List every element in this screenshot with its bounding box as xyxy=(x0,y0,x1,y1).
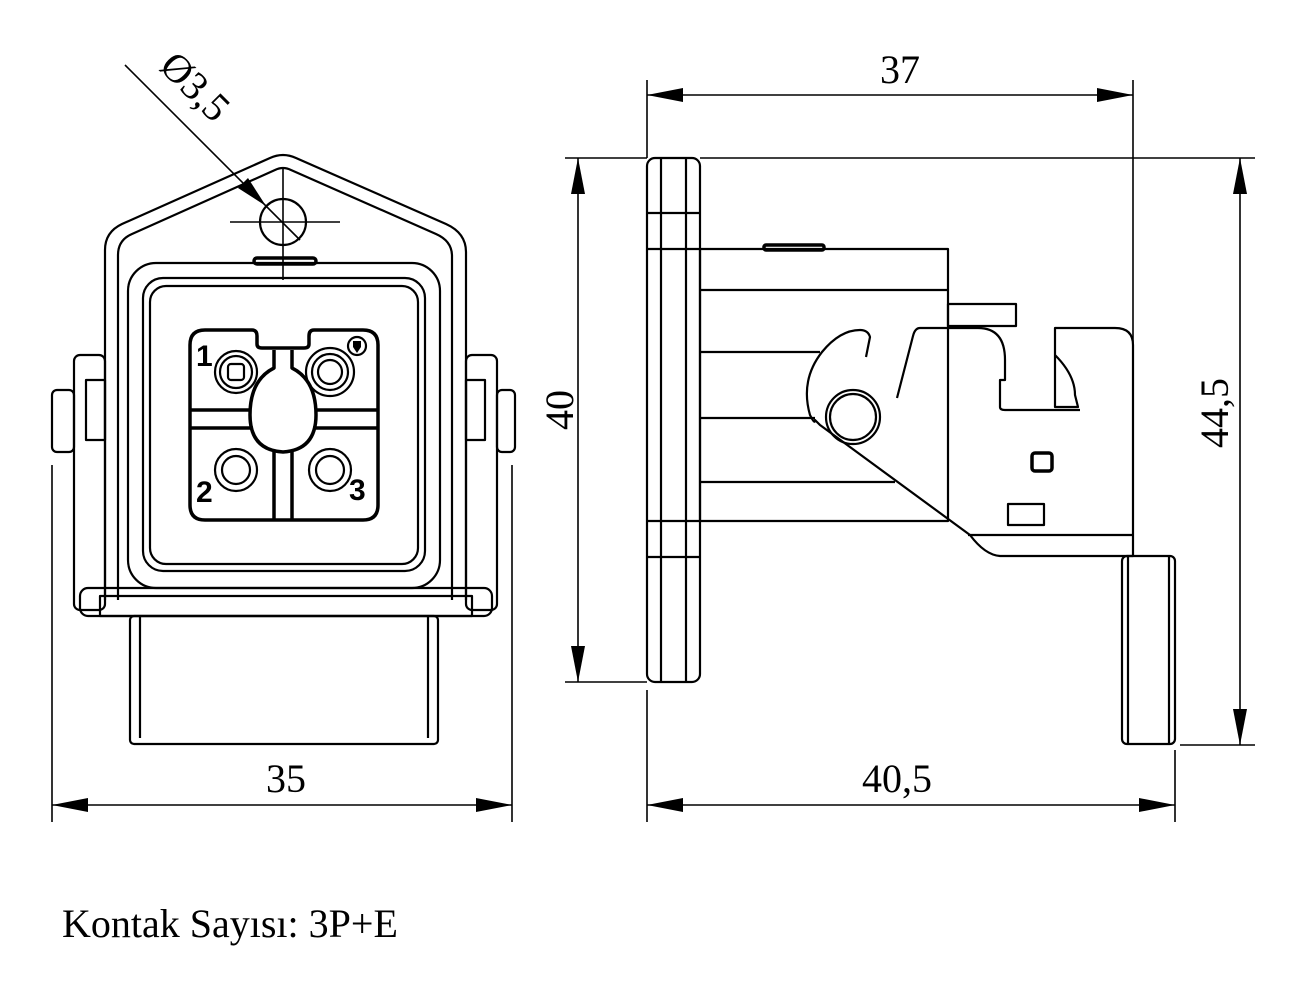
bottom-tab xyxy=(1120,554,1177,746)
base-plate xyxy=(78,586,494,618)
side-latch-tab xyxy=(762,243,826,252)
front-view: 1 2 3 35 Ø3,5 xyxy=(50,43,517,822)
leader-hole-diameter xyxy=(124,64,301,241)
pin-label-3: 3 xyxy=(349,474,366,507)
locking-lever xyxy=(805,326,1135,558)
lever-pin xyxy=(824,388,882,446)
contact-3 xyxy=(307,447,353,493)
dimension-height-flange: 40 xyxy=(537,390,582,430)
housing-inner-outline xyxy=(116,166,454,600)
contact-earth xyxy=(304,335,368,398)
left-lever xyxy=(72,353,107,612)
cable-entry xyxy=(128,614,440,746)
side-view: 37 40 44,5 40,5 xyxy=(537,47,1255,822)
insert-keyway xyxy=(248,350,318,454)
dimension-width-front: 35 xyxy=(266,756,306,801)
dimension-height-total: 44,5 xyxy=(1192,378,1237,448)
frame-inner xyxy=(141,276,427,573)
pin-label-1: 1 xyxy=(196,340,213,373)
left-lever-bolt xyxy=(50,388,76,454)
frame-seal xyxy=(148,284,420,566)
right-lever-bolt xyxy=(495,388,517,454)
contact-count-caption: Kontak Sayısı: 3P+E xyxy=(62,901,398,946)
contact-insert xyxy=(188,328,380,522)
dimension-hole-diameter: Ø3,5 xyxy=(152,43,240,131)
right-lever xyxy=(464,353,499,612)
earth-symbol-icon xyxy=(346,335,368,357)
frame-outer xyxy=(126,261,442,590)
latch-tab xyxy=(252,256,318,266)
lever-slot-square xyxy=(1030,451,1054,473)
dimension-depth-bottom: 40,5 xyxy=(862,756,932,801)
pin-label-2: 2 xyxy=(196,476,213,509)
contact-1 xyxy=(213,349,259,395)
housing-outline xyxy=(103,153,468,600)
mounting-flange xyxy=(645,156,702,684)
lever-slot-rect xyxy=(1006,502,1046,527)
dimension-depth-top: 37 xyxy=(880,47,920,92)
contact-2 xyxy=(213,447,259,493)
